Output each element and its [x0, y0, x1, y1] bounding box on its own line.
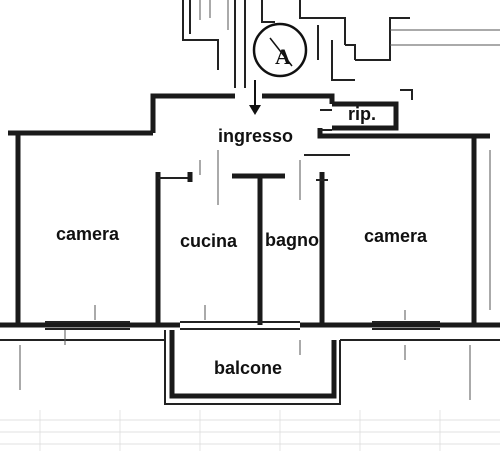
room-label-cucina: cucina — [180, 231, 238, 251]
room-label-bagno: bagno — [265, 230, 319, 250]
room-label-ingresso: ingresso — [218, 126, 294, 146]
facade-windows — [0, 150, 500, 400]
north-compass: A — [252, 22, 308, 78]
outer-walls — [8, 93, 490, 405]
compass-letter: A — [275, 44, 291, 69]
room-label-camera-left: camera — [56, 224, 120, 244]
entrance-arrow — [249, 80, 261, 115]
background-grid — [0, 410, 500, 451]
room-label-balcone: balcone — [214, 358, 283, 378]
dimension-ticks — [64, 150, 406, 360]
stairwell — [182, 0, 500, 100]
room-label-rip: rip. — [348, 104, 377, 124]
room-label-camera-right: camera — [364, 226, 428, 246]
interior-walls — [155, 109, 350, 325]
